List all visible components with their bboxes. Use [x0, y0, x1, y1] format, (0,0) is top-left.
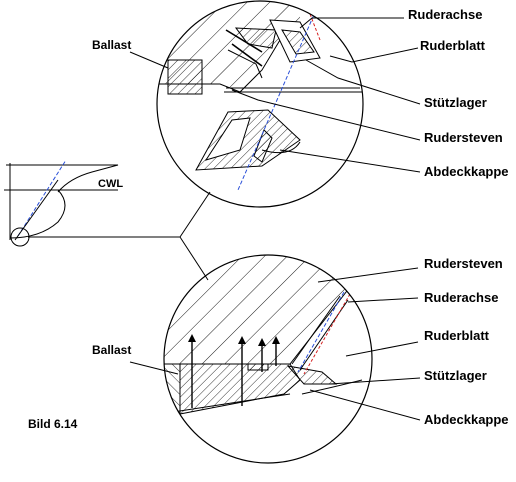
lower-detail	[163, 254, 373, 464]
upper-label-ruderachse: Ruderachse	[408, 7, 482, 22]
lower-label-ballast: Ballast	[92, 343, 131, 357]
lower-label-abdeckkappe: Abdeckkappe	[424, 412, 509, 427]
keel-line	[9, 189, 66, 239]
upper-detail-circle	[156, 0, 364, 208]
lower-hull-section	[164, 255, 372, 364]
upper-label-rudersteven: Rudersteven	[424, 130, 503, 145]
cwl-label: CWL	[98, 178, 123, 190]
deck-line	[6, 164, 119, 193]
upper-detail	[156, 0, 364, 208]
overview-axis	[17, 159, 67, 237]
lower-label-ruderachse: Ruderachse	[424, 290, 498, 305]
bolt-heads	[188, 334, 280, 346]
upper-label-abdeckkappe: Abdeckkappe	[424, 164, 509, 179]
lower-axis-line	[297, 291, 345, 373]
lower-ballast-section	[179, 363, 301, 415]
upper-label-ballast: Ballast	[92, 38, 131, 52]
figure-caption: Bild 6.14	[28, 417, 78, 431]
detail-connectors	[28, 191, 211, 281]
upper-axis-line	[237, 9, 317, 191]
lower-label-rudersteven: Rudersteven	[424, 256, 503, 271]
overview-rudder	[14, 179, 59, 241]
lower-label-ruderblatt: Ruderblatt	[424, 328, 490, 343]
hull-overview: CWL	[4, 159, 123, 247]
lower-labels: Rudersteven Ruderachse Ruderblatt Ballas…	[92, 256, 509, 427]
upper-label-stuetzlager: Stützlager	[424, 95, 487, 110]
upper-label-ruderblatt: Ruderblatt	[420, 38, 486, 53]
upper-labels: Ruderachse Ruderblatt Ballast Stützlager…	[92, 7, 509, 179]
lower-detail-circle	[163, 254, 373, 464]
lower-label-stuetzlager: Stützlager	[424, 368, 487, 383]
upper-ballast-block	[167, 59, 203, 95]
